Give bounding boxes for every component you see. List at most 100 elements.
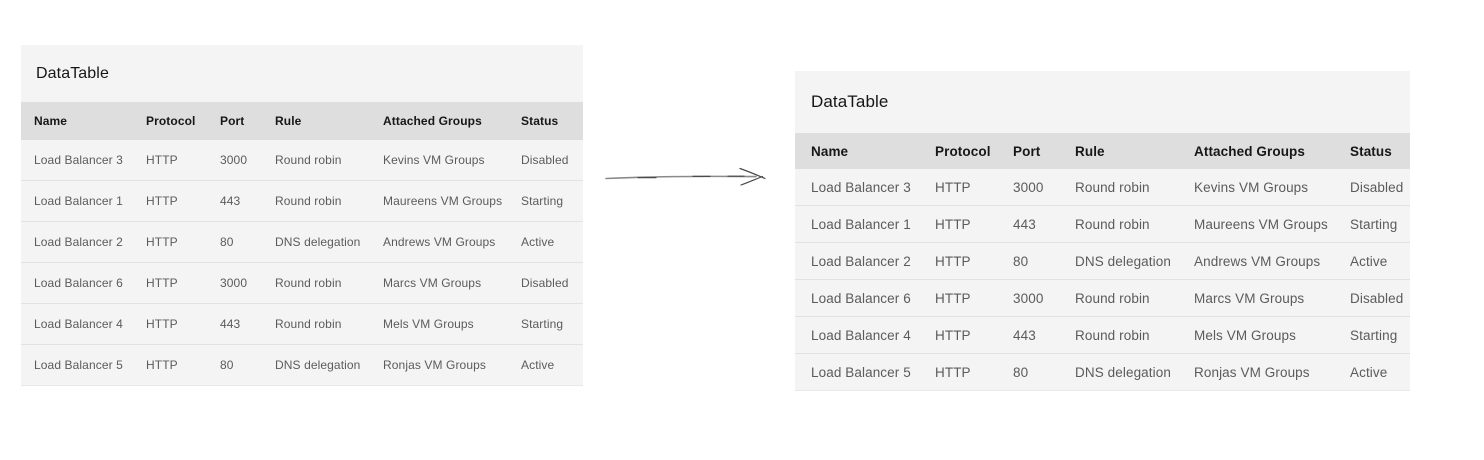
cell-rule: Round robin (1075, 290, 1150, 306)
arrow-icon (605, 167, 766, 186)
table-row: Load Balancer 6 HTTP 3000 Round robin Marcs … (795, 279, 1410, 316)
cell-port: 443 (1013, 327, 1036, 343)
column-header-name: Name (811, 143, 849, 159)
cell-rule: DNS delegation (275, 235, 361, 249)
column-header-port: Port (220, 114, 245, 128)
cell-rule: Round robin (275, 317, 342, 331)
cell-name: Load Balancer 4 (34, 317, 123, 331)
cell-port: 443 (220, 317, 241, 331)
cell-name: Load Balancer 4 (811, 327, 911, 343)
table-header-row: Name Protocol Port Rule Attached Groups … (21, 102, 583, 140)
column-header-rule: Rule (275, 114, 302, 128)
cell-port: 3000 (220, 153, 248, 167)
table-title: DataTable (36, 64, 109, 82)
cell-status: Starting (1350, 216, 1398, 232)
cell-groups: Kevins VM Groups (1194, 179, 1309, 195)
table-header-row: Name Protocol Port Rule Attached Groups … (795, 133, 1410, 169)
table-row: Load Balancer 5 HTTP 80 DNS delegation Ronja… (795, 353, 1410, 390)
cell-rule: Round robin (275, 153, 342, 167)
table-row: Load Balancer 6 HTTP 3000 Round robin Marcs … (21, 262, 583, 303)
cell-name: Load Balancer 6 (34, 276, 123, 290)
column-header-groups: Attached Groups (383, 114, 482, 128)
cell-rule: Round robin (275, 276, 342, 290)
cell-status: Starting (1350, 327, 1398, 343)
cell-name: Load Balancer 1 (34, 194, 123, 208)
cell-port: 80 (1013, 364, 1029, 380)
cell-protocol: HTTP (935, 327, 971, 343)
cell-name: Load Balancer 1 (811, 216, 911, 232)
cell-rule: Round robin (1075, 327, 1150, 343)
cell-groups: Ronjas VM Groups (383, 358, 486, 372)
cell-port: 80 (220, 358, 234, 372)
cell-groups: Marcs VM Groups (383, 276, 482, 290)
cell-rule: Round robin (275, 194, 342, 208)
cell-protocol: HTTP (146, 358, 178, 372)
cell-protocol: HTTP (146, 276, 178, 290)
cell-groups: Andrews VM Groups (1194, 253, 1321, 269)
cell-protocol: HTTP (146, 317, 178, 331)
cell-port: 443 (220, 194, 241, 208)
cell-groups: Andrews VM Groups (383, 235, 496, 249)
cell-rule: DNS delegation (275, 358, 361, 372)
cell-rule: DNS delegation (1075, 364, 1171, 380)
cell-status: Disabled (1350, 290, 1404, 306)
column-header-status: Status (521, 114, 559, 128)
cell-status: Active (1350, 253, 1388, 269)
cell-groups: Ronjas VM Groups (1194, 364, 1310, 380)
cell-groups: Marcs VM Groups (1194, 290, 1305, 306)
cell-status: Disabled (521, 276, 569, 290)
cell-rule: DNS delegation (1075, 253, 1171, 269)
cell-name: Load Balancer 6 (811, 290, 911, 306)
cell-name: Load Balancer 5 (34, 358, 123, 372)
cell-protocol: HTTP (935, 216, 971, 232)
cell-rule: Round robin (1075, 179, 1150, 195)
column-header-protocol: Protocol (935, 143, 991, 159)
cell-port: 3000 (220, 276, 248, 290)
cell-port: 80 (220, 235, 234, 249)
cell-port: 3000 (1013, 179, 1044, 195)
cell-protocol: HTTP (935, 179, 971, 195)
column-header-port: Port (1013, 143, 1041, 159)
column-header-name: Name (34, 114, 68, 128)
cell-port: 3000 (1013, 290, 1044, 306)
column-header-rule: Rule (1075, 143, 1105, 159)
table-row: Load Balancer 1 HTTP 443 Round robin Maureen… (795, 205, 1410, 242)
cell-rule: Round robin (1075, 216, 1150, 232)
table-row: Load Balancer 3 HTTP 3000 Round robin Kevins… (21, 140, 583, 180)
table-title: DataTable (811, 92, 889, 111)
cell-protocol: HTTP (935, 253, 971, 269)
cell-protocol: HTTP (935, 290, 971, 306)
cell-groups: Maureens VM Groups (1194, 216, 1328, 232)
datatable-panel-large: DataTable Name Protocol Port Rule Attach… (795, 71, 1410, 391)
cell-status: Active (1350, 364, 1388, 380)
cell-protocol: HTTP (146, 153, 178, 167)
cell-groups: Mels VM Groups (383, 317, 474, 331)
column-header-groups: Attached Groups (1194, 143, 1306, 159)
transition-arrow (598, 162, 772, 192)
cell-groups: Kevins VM Groups (383, 153, 485, 167)
cell-status: Starting (521, 194, 564, 208)
cell-name: Load Balancer 3 (34, 153, 123, 167)
table-row: Load Balancer 4 HTTP 443 Round robin Mels VM… (21, 303, 583, 344)
column-header-status: Status (1350, 143, 1392, 159)
column-header-protocol: Protocol (146, 114, 196, 128)
cell-port: 443 (1013, 216, 1036, 232)
cell-name: Load Balancer 5 (811, 364, 911, 380)
cell-protocol: HTTP (935, 364, 971, 380)
cell-groups: Maureens VM Groups (383, 194, 503, 208)
cell-protocol: HTTP (146, 235, 178, 249)
cell-status: Active (521, 235, 555, 249)
cell-status: Starting (521, 317, 564, 331)
datatable-panel-small: DataTable Name Protocol Port Rule Attach… (21, 45, 583, 386)
cell-status: Active (521, 358, 555, 372)
cell-port: 80 (1013, 253, 1029, 269)
cell-status: Disabled (521, 153, 569, 167)
cell-status: Disabled (1350, 179, 1404, 195)
